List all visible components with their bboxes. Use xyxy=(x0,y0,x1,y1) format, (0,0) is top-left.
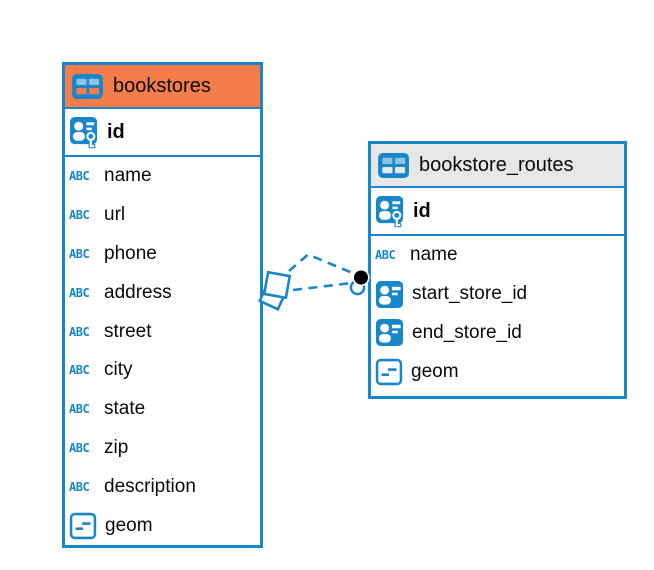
column-name: description xyxy=(104,475,196,497)
column-name: address xyxy=(104,281,172,303)
text-type-icon: ABC xyxy=(69,440,90,455)
entity-table-bookstores[interactable]: bookstores id xyxy=(62,62,263,548)
text-type-icon: ABC xyxy=(69,363,90,378)
text-type-icon: ABC xyxy=(69,285,90,300)
column-list: ABC name ABC url ABC phone ABC address A… xyxy=(65,157,260,545)
primary-key-icon xyxy=(69,116,100,149)
column-name: zip xyxy=(104,436,129,458)
table-header-bookstores[interactable]: bookstores xyxy=(65,65,260,109)
column-name: geom xyxy=(411,360,459,382)
column-row[interactable]: start_store_id xyxy=(371,274,624,314)
column-row[interactable]: ABC url xyxy=(65,195,260,235)
column-name: geom xyxy=(105,514,153,536)
column-row[interactable]: ABC phone xyxy=(65,234,260,274)
table-header-bookstore-routes[interactable]: bookstore_routes xyxy=(371,144,624,188)
column-name: street xyxy=(104,320,152,342)
geometry-type-icon xyxy=(69,512,97,540)
column-name: start_store_id xyxy=(412,283,528,305)
text-type-icon: ABC xyxy=(69,208,90,223)
relationship-line-upper xyxy=(288,252,356,276)
primary-key-icon xyxy=(375,195,406,228)
table-icon xyxy=(377,152,410,179)
text-type-icon: ABC xyxy=(69,324,90,339)
table-title: bookstore_routes xyxy=(419,153,574,176)
column-row[interactable]: geom xyxy=(65,506,260,545)
relationship-source-marker[interactable] xyxy=(257,270,292,312)
column-row[interactable]: geom xyxy=(371,352,624,392)
column-name: id xyxy=(413,199,431,222)
geometry-type-icon xyxy=(375,358,403,386)
column-name: state xyxy=(104,398,146,420)
text-type-icon: ABC xyxy=(375,248,396,263)
column-list: ABC name start_store_id xyxy=(371,236,624,396)
column-row[interactable]: ABC description xyxy=(65,467,260,507)
column-row[interactable]: ABC address xyxy=(65,273,260,313)
column-name: city xyxy=(104,359,133,381)
column-row-pk[interactable]: id xyxy=(65,109,260,157)
column-name: url xyxy=(104,204,126,226)
column-row[interactable]: ABC street xyxy=(65,312,260,351)
table-icon xyxy=(71,73,104,100)
column-row[interactable]: ABC state xyxy=(65,389,260,429)
column-name: phone xyxy=(104,242,157,264)
relationship-connector[interactable] xyxy=(257,252,370,312)
column-row[interactable]: ABC city xyxy=(65,350,260,390)
column-row[interactable]: ABC zip xyxy=(65,428,260,468)
column-name: end_store_id xyxy=(412,321,522,343)
column-name: name xyxy=(410,244,458,266)
column-name: name xyxy=(104,165,152,187)
table-title: bookstores xyxy=(113,74,211,97)
column-row[interactable]: ABC name xyxy=(65,157,260,196)
foreign-key-id-icon xyxy=(375,280,404,309)
text-type-icon: ABC xyxy=(69,479,90,494)
column-row[interactable]: ABC name xyxy=(371,236,624,275)
relationship-line-lower xyxy=(292,281,353,292)
text-type-icon: ABC xyxy=(69,169,90,184)
column-row-pk[interactable]: id xyxy=(371,188,624,236)
column-row[interactable]: end_store_id xyxy=(371,313,624,353)
text-type-icon: ABC xyxy=(69,246,90,261)
column-name: id xyxy=(107,120,125,143)
relationship-target-marker[interactable] xyxy=(349,268,370,296)
foreign-key-id-icon xyxy=(375,318,404,347)
text-type-icon: ABC xyxy=(69,402,90,417)
entity-table-bookstore-routes[interactable]: bookstore_routes id xyxy=(368,141,627,400)
